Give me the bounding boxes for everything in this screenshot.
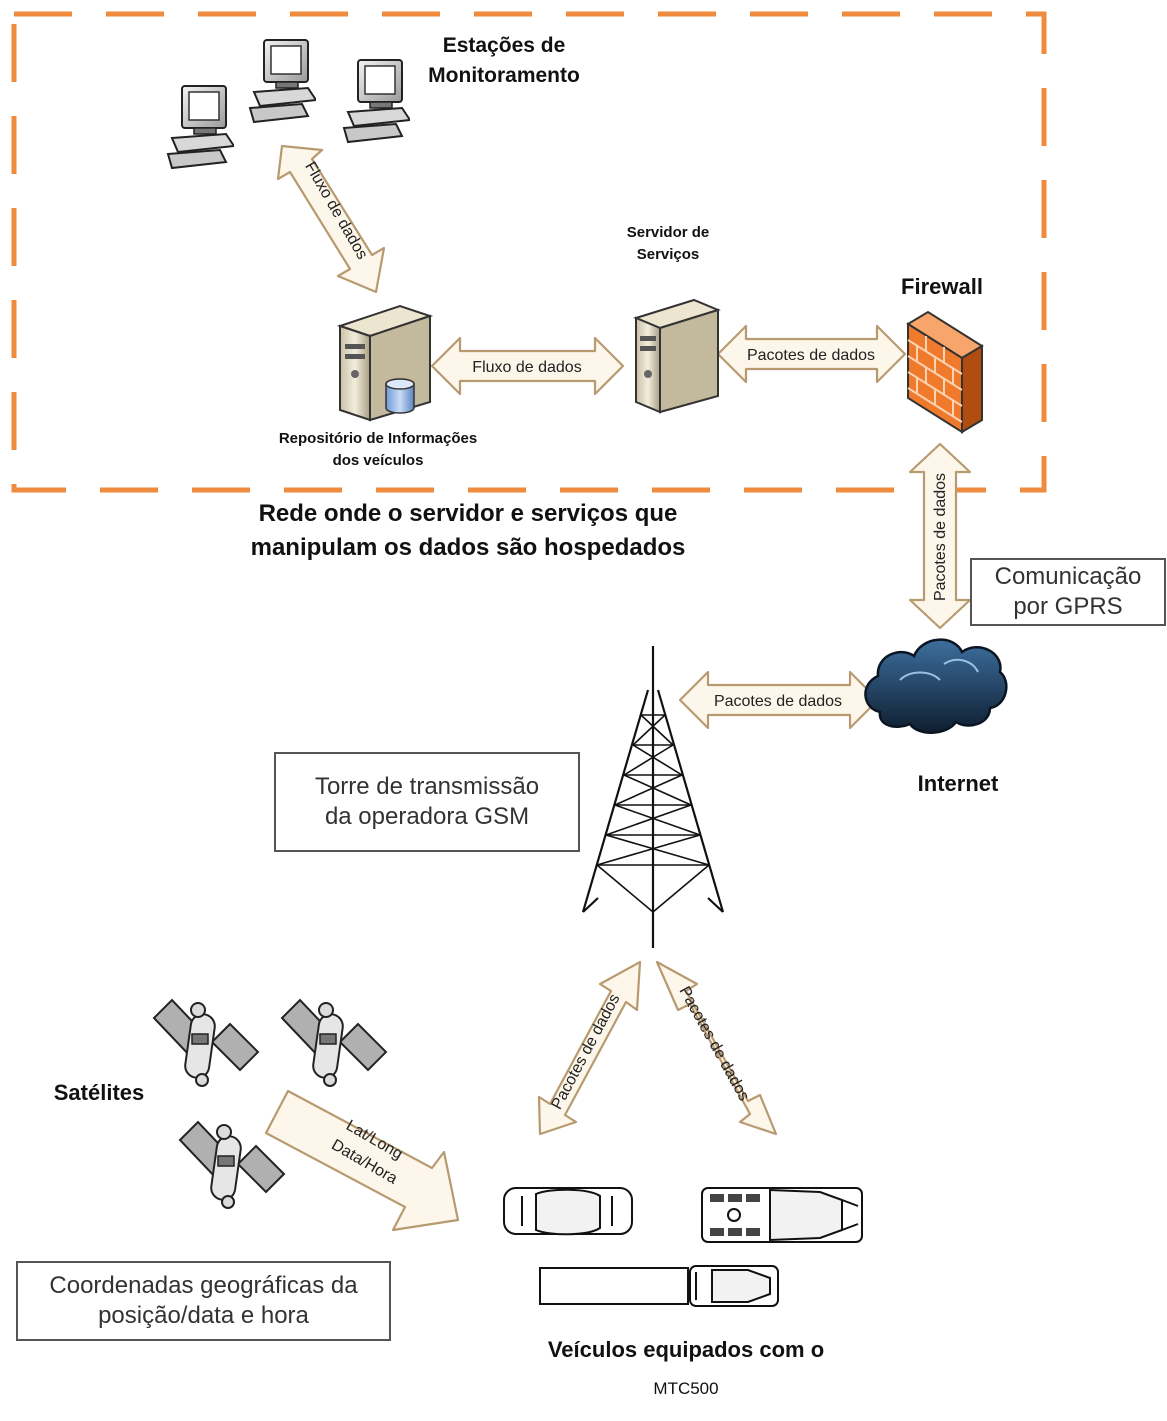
gprs-callout-line2: por GPRS: [1013, 593, 1123, 620]
arrow-label-server-firewall: Pacotes de dados: [747, 347, 875, 364]
cloud-icon: [864, 638, 1008, 734]
transmission-tower-icon: [581, 646, 725, 948]
coordinates-callout-line1: Coordenadas geográficas da: [49, 1272, 358, 1299]
gprs-callout-line1: Comunicação: [994, 563, 1142, 590]
service-server-label-line2: Serviços: [637, 246, 700, 263]
coordinates-callout-line2: posição/data e hora: [98, 1302, 309, 1329]
firewall-label: Firewall: [901, 274, 983, 299]
arrow-server-firewall: [716, 324, 907, 384]
repository-label-line1: Repositório de Informações: [279, 430, 477, 447]
arrow-label-tower-vehicles-right: Pacotes de dados: [675, 984, 752, 1104]
coordinates-callout: Coordenadas geográficas da posição/data …: [16, 1261, 391, 1341]
brick-wall-icon: [906, 310, 984, 434]
internet-label: Internet: [918, 771, 999, 796]
network-zone-border: [11, 11, 1047, 493]
arrow-repository-server: [430, 336, 625, 396]
gprs-callout: Comunicação por GPRS: [970, 558, 1166, 626]
monitoring-label-line2: Monitoramento: [428, 64, 580, 87]
satellites-label: Satélites: [54, 1080, 145, 1105]
gsm-tower-callout-line1: Torre de transmissão: [314, 773, 540, 800]
gsm-tower-callout-line2: da operadora GSM: [324, 803, 530, 830]
vehicles-label-line1: Veículos equipados com o: [548, 1337, 824, 1362]
arrow-tower-vehicles-right: [655, 960, 778, 1136]
arrow-label-tower-vehicles-left: Pacotes de dados: [548, 991, 623, 1112]
service-server-label-line1: Servidor de: [627, 224, 710, 241]
vehicles-label-line2: MTC500: [653, 1379, 718, 1398]
gsm-tower-callout: Torre de transmissão da operadora GSM: [274, 752, 580, 852]
database-server-icon: [336, 304, 434, 422]
arrow-tower-vehicles-left: [537, 960, 642, 1136]
arrow-label-repository-server: Fluxo de dados: [472, 359, 581, 376]
network-zone-caption-line2: manipulam os dados são hospedados: [251, 534, 686, 561]
network-zone-caption-line1: Rede onde o servidor e serviços que: [259, 500, 678, 527]
arrow-stations-repository: [276, 144, 386, 294]
repository-label-line2: dos veículos: [333, 452, 424, 469]
server-icon: [633, 298, 721, 414]
arrow-satellites-vehicles: [264, 1089, 460, 1232]
vehicle-icon: [503, 1187, 863, 1307]
arrow-firewall-internet: [908, 442, 972, 630]
arrow-label-internet-tower: Pacotes de dados: [714, 693, 842, 710]
arrow-label-firewall-internet: Pacotes de dados: [932, 473, 949, 601]
monitoring-label-line1: Estações de: [443, 34, 566, 57]
